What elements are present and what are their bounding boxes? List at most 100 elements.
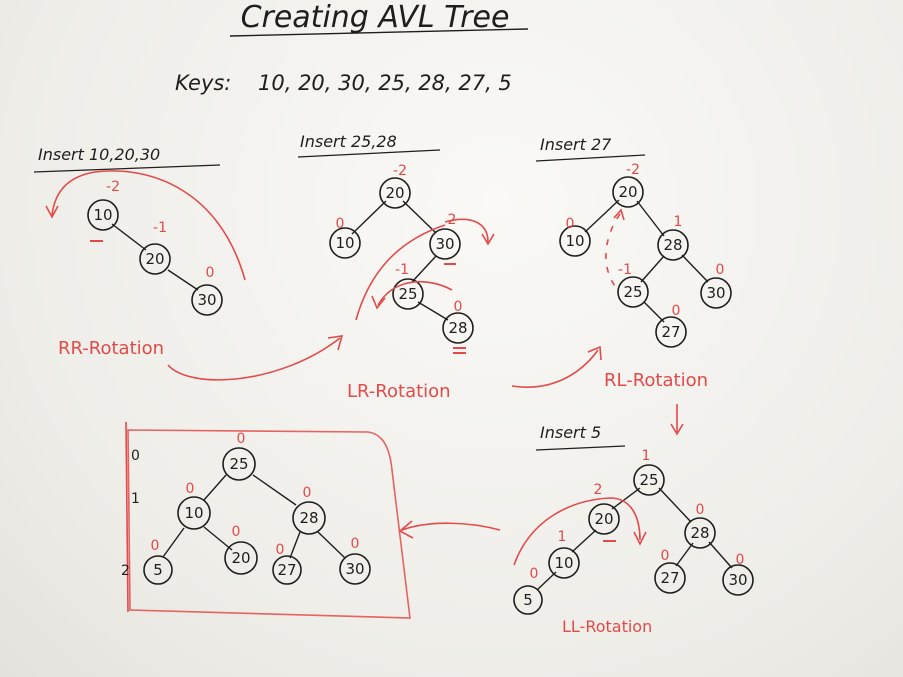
balance-factor: 1 [674,214,683,230]
tree-4-edge [536,571,557,591]
rotation-label-rl: RL-Rotation [604,370,708,391]
balance-factor: 0 [351,536,360,552]
tree-2-node: 10 [329,227,361,259]
node-key: 28 [690,524,709,542]
balance-factor: 0 [530,566,539,582]
final-tree-edge [252,474,297,506]
tree-4-edge [658,487,692,523]
tree-4-node: 30 [722,564,754,596]
node-key: 10 [554,554,573,572]
tree-2-edge [417,301,449,321]
node-key: 30 [435,235,454,253]
tree-2-node: 30 [429,228,461,260]
level-label: 0 [131,448,140,464]
node-key: 20 [145,250,164,268]
arrowhead-icon [327,335,344,351]
step-heading-1-underline [33,164,221,173]
tree-2-edge [402,200,437,234]
rotation-arrow-icon [377,280,453,306]
step-heading-2: Insert 25,28 [300,132,397,151]
tree-2-node: 28 [442,312,474,344]
tree-4-edge [611,487,641,510]
final-tree-node: 10 [177,496,211,530]
balance-factor: -2 [106,179,120,195]
arrowhead-icon [481,233,495,246]
final-tree-node: 25 [222,447,256,481]
balance-factor: 0 [237,431,246,447]
tree-3-edge [681,254,709,283]
arrowhead-icon [587,345,602,361]
balance-factor: -2 [626,162,640,178]
balance-factor: -1 [153,220,167,236]
tree-3: 20 10 28 25 30 27 -2 0 1 -1 0 0 [559,162,732,348]
tree-1-node: 30 [191,284,223,316]
tree-1-edge [167,269,199,291]
tree-3-node: 27 [655,316,687,348]
final-tree: 0 1 2 25 10 28 5 20 27 30 0 0 0 0 0 0 0 [121,421,411,619]
tree-3-edge [643,301,665,323]
node-key: 20 [618,183,637,201]
arrowhead-icon [633,531,647,546]
balance-factor: 0 [661,548,670,564]
arrowhead-icon [670,423,684,436]
final-tree-node: 27 [272,555,302,585]
node-key: 20 [231,549,250,567]
tree-1: 10 20 30 -2 -1 0 [45,170,246,316]
tree-2-node: 20 [379,177,411,209]
keys-value: 10, 20, 30, 25, 28, 27, 5 [258,71,512,95]
tree-1-edge [111,223,147,251]
level-label: 2 [121,563,130,579]
tree-1-node: 20 [139,243,171,275]
step-heading-1: Insert 10,20,30 [38,145,160,164]
tree-1-node: 10 [87,199,119,231]
step-heading-4-underline [535,445,626,451]
node-key: 25 [623,283,642,301]
rotation-label-ll: LL-Rotation [562,617,652,636]
node-key: 25 [229,455,248,473]
balance-factor: -1 [395,262,409,278]
final-tree-node: 5 [143,555,173,585]
tree-3-edge [584,199,620,233]
arrowhead-icon [371,295,386,310]
arrowhead-icon [613,208,625,221]
node-key: 10 [335,234,354,252]
node-key: 25 [639,471,658,489]
node-key: 30 [706,284,725,302]
node-key: 28 [663,236,682,254]
level-label: 1 [131,491,140,507]
tree-4-node: 28 [684,517,716,549]
tree-3-node: 28 [657,229,689,261]
balance-factor: 0 [672,303,681,319]
tree-3-node: 30 [700,277,732,309]
final-tree-frame [127,429,411,619]
balance-factor: -2 [393,163,407,179]
tree-3-edge [636,200,665,237]
balance-factor: 0 [716,262,725,278]
tree-3-edge [640,255,665,283]
balance-factor: 0 [303,485,312,501]
node-key: 25 [398,285,417,303]
keys-label: Keys: [175,71,231,95]
flow-arrow-icon [511,349,599,388]
node-key: 27 [661,323,680,341]
balance-factor: 0 [276,542,285,558]
rotation-label-rr: RR-Rotation [58,338,164,359]
tree-3-node: 25 [617,276,649,308]
node-key: 10 [93,206,112,224]
node-key: 27 [660,569,679,587]
balance-factor: 0 [206,265,215,281]
node-key: 30 [197,291,216,309]
node-key: 10 [184,504,203,522]
tree-2-node: 25 [392,278,424,310]
tree-4-edge [675,542,694,567]
title-underline [229,28,529,37]
tree-4-node: 5 [513,585,543,615]
final-tree-edge [317,531,346,559]
node-key: 30 [728,571,747,589]
node-key: 10 [565,232,584,250]
final-tree-edge [203,474,227,501]
balance-factor: 0 [151,538,160,554]
arrowhead-icon [398,520,414,539]
step-heading-2-underline [297,149,441,158]
